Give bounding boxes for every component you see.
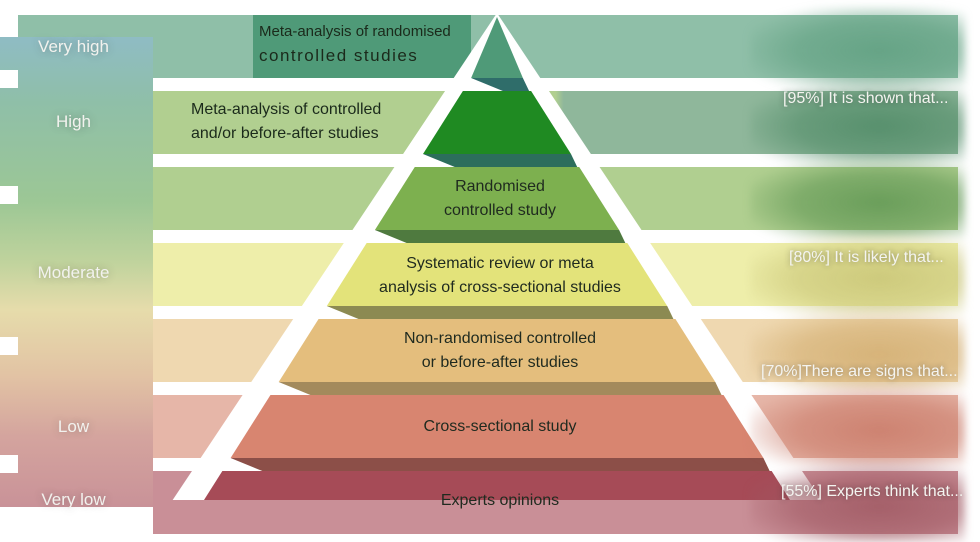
tier-label-line: Experts opinions (440, 492, 560, 509)
tier-label-line: analysis of cross-sectional studies (379, 279, 621, 296)
tier-callout-line: and/or before-after studies (191, 125, 379, 142)
tier-label-non-randomised: Non-randomised controlled or before-afte… (300, 327, 700, 375)
scale-notch (0, 337, 18, 355)
level-label-low: Low (57, 417, 90, 436)
tier-label-line: Non-randomised controlled (403, 330, 597, 347)
pyramid (203, 17, 791, 500)
tier-callout-line: Meta-analysis of randomised (259, 23, 451, 40)
scale-notch (0, 186, 18, 204)
tier-label-line: or before-after studies (421, 354, 579, 371)
certainty-statement-70: [70%]There are signs that... (761, 363, 958, 380)
evidence-pyramid-diagram: Very high High Moderate Low Very low Met… (0, 7, 965, 542)
tier-label-line: controlled study (443, 202, 557, 219)
tier-label-line: Cross-sectional study (423, 418, 577, 435)
tier-label-cross-sectional: Cross-sectional study (300, 415, 700, 439)
tier-shade (278, 382, 722, 395)
tier-label-rct: Randomised controlled study (350, 175, 650, 223)
certainty-statement-80: [80%] It is likely that... (789, 249, 944, 266)
tier-shade (374, 230, 626, 243)
pyramid-tier (471, 17, 523, 78)
tier-label-experts: Experts opinions (300, 489, 700, 513)
tier-callout-line: controlled studies (259, 46, 419, 65)
certainty-scale-panel (0, 37, 153, 507)
level-label-very-high: Very high (38, 37, 109, 56)
tier-label-line: Randomised (455, 178, 545, 195)
scale-notch (0, 70, 18, 88)
tier-shade (230, 458, 770, 471)
pyramid-tier (278, 319, 716, 382)
pyramid-tier (203, 471, 791, 500)
tier-shade (471, 78, 530, 91)
tier-shade (423, 154, 578, 167)
pyramid-tier (230, 395, 764, 458)
tier-callout-meta-controlled: Meta-analysis of controlled and/or befor… (185, 91, 425, 154)
tier-callout-meta-rct: Meta-analysis of randomised controlled s… (253, 15, 471, 78)
level-label-moderate: Moderate (37, 263, 110, 282)
tier-label-systematic-review: Systematic review or meta analysis of cr… (300, 252, 700, 300)
scale-notch (0, 455, 18, 473)
pyramid-tier (326, 243, 668, 306)
left-panel-cap (18, 15, 153, 37)
pyramid-tier (374, 167, 620, 230)
level-label-high: High (56, 112, 91, 131)
tier-callout-line: Meta-analysis of controlled (191, 101, 382, 118)
certainty-statement-95: [95%] It is shown that... (783, 90, 949, 107)
tier-shade (326, 306, 674, 319)
tier-label-line: Systematic review or meta (406, 255, 594, 272)
pyramid-tier (423, 91, 571, 154)
certainty-statement-55: [55%] Experts think that... (781, 483, 964, 500)
